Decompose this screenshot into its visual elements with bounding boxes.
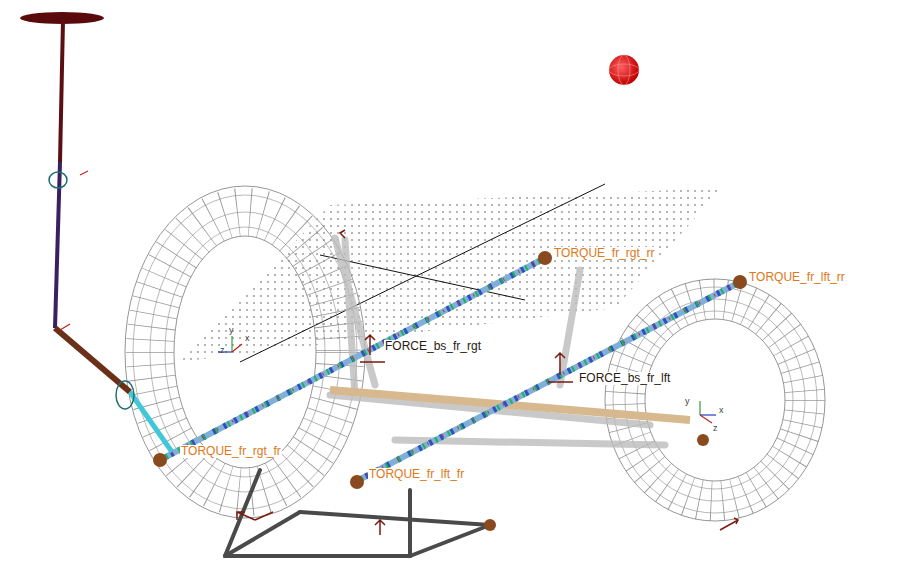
joint-marker xyxy=(49,172,67,188)
axis-letter: z xyxy=(712,424,719,434)
force-arrow xyxy=(237,230,738,535)
wheel xyxy=(605,279,825,521)
frame-tube xyxy=(355,282,740,482)
axis-letter: y xyxy=(684,397,691,407)
steering-column xyxy=(60,20,63,162)
sphere-wire xyxy=(618,55,630,85)
marker-sphere xyxy=(609,55,639,85)
steering-column xyxy=(55,162,60,328)
sphere-wire xyxy=(609,64,639,76)
marker-triad xyxy=(60,171,716,423)
element-label: TORQUE_fr_rgt_fr xyxy=(180,445,282,458)
element-label: FORCE_bs_fr_lft xyxy=(578,372,671,385)
steering-link xyxy=(130,392,172,452)
joint-marker xyxy=(116,381,134,409)
axle-bar xyxy=(330,390,690,420)
axis-letter: y xyxy=(228,326,235,336)
fork xyxy=(225,470,490,556)
element-label: FORCE_bs_fr_rgt xyxy=(384,340,482,353)
axis-letter: x xyxy=(244,334,251,344)
axis-letter: x xyxy=(718,406,725,416)
steering-arm xyxy=(55,328,130,392)
axis-letter: z xyxy=(219,346,226,356)
frame-tube xyxy=(160,258,545,460)
plane-line xyxy=(240,184,605,362)
joint-sphere xyxy=(153,251,747,531)
wheel xyxy=(125,186,365,518)
element-label: TORQUE_fr_rgt_rr xyxy=(553,247,655,260)
element-label: TORQUE_fr_lft_rr xyxy=(748,271,846,284)
element-label: TORQUE_fr_lft_fr xyxy=(368,468,465,481)
